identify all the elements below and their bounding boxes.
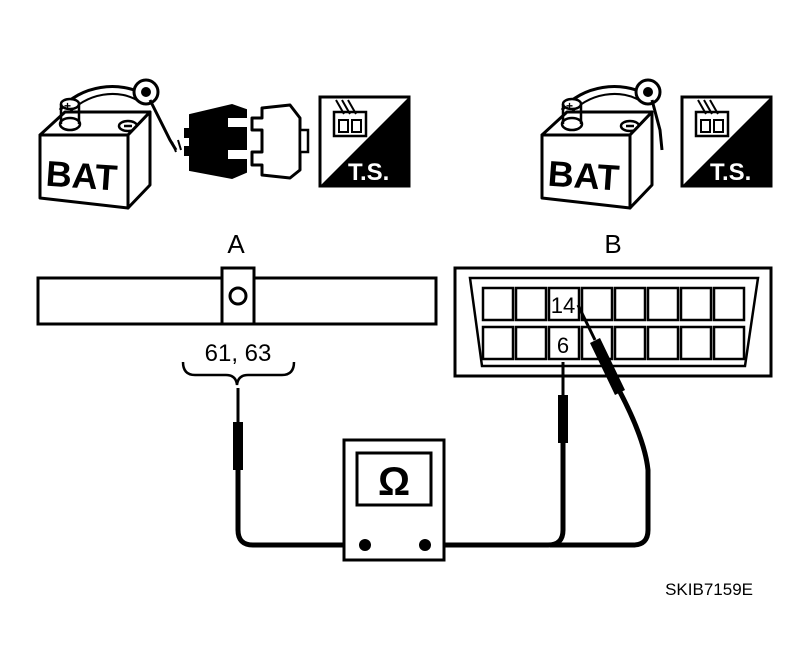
connector-a-terminals: 61, 63: [205, 340, 272, 367]
ohm-symbol-icon: Ω: [378, 460, 410, 504]
meter-terminal-left: [359, 539, 371, 551]
test-station-label-left: T.S.: [348, 159, 389, 186]
terminal-brace: [181, 361, 296, 386]
meter-terminal-right: [419, 539, 431, 551]
svg-text:+: +: [566, 99, 573, 113]
connector-b-label: B: [604, 229, 621, 259]
battery-label-left: BAT: [45, 153, 119, 199]
connector-a: [36, 266, 438, 326]
test-station-label-right: T.S.: [710, 159, 751, 186]
connector-b-lower-pins: [481, 325, 746, 361]
probe-lead-pin-6: [425, 362, 568, 548]
ohmmeter: Ω: [342, 438, 446, 562]
connector-disconnect-icon: [184, 103, 310, 180]
battery-label-right: BAT: [547, 153, 621, 199]
probe-lead-pin-14: [550, 304, 651, 548]
pin-14-label: 14: [551, 293, 575, 318]
connector-a-label: A: [227, 229, 245, 259]
figure-code: SKIB7159E: [665, 580, 753, 599]
connector-b: [453, 266, 773, 378]
svg-text:+: +: [64, 99, 71, 113]
battery-icon-right: + BAT: [540, 78, 664, 210]
test-station-icon-right: T.S.: [680, 95, 773, 188]
test-station-icon-left: T.S.: [318, 95, 411, 188]
probe-lead-a: [233, 388, 365, 548]
pin-6-label: 6: [557, 333, 569, 358]
battery-icon-left: + BAT: [38, 78, 182, 210]
connector-b-upper-pins: [481, 286, 746, 322]
